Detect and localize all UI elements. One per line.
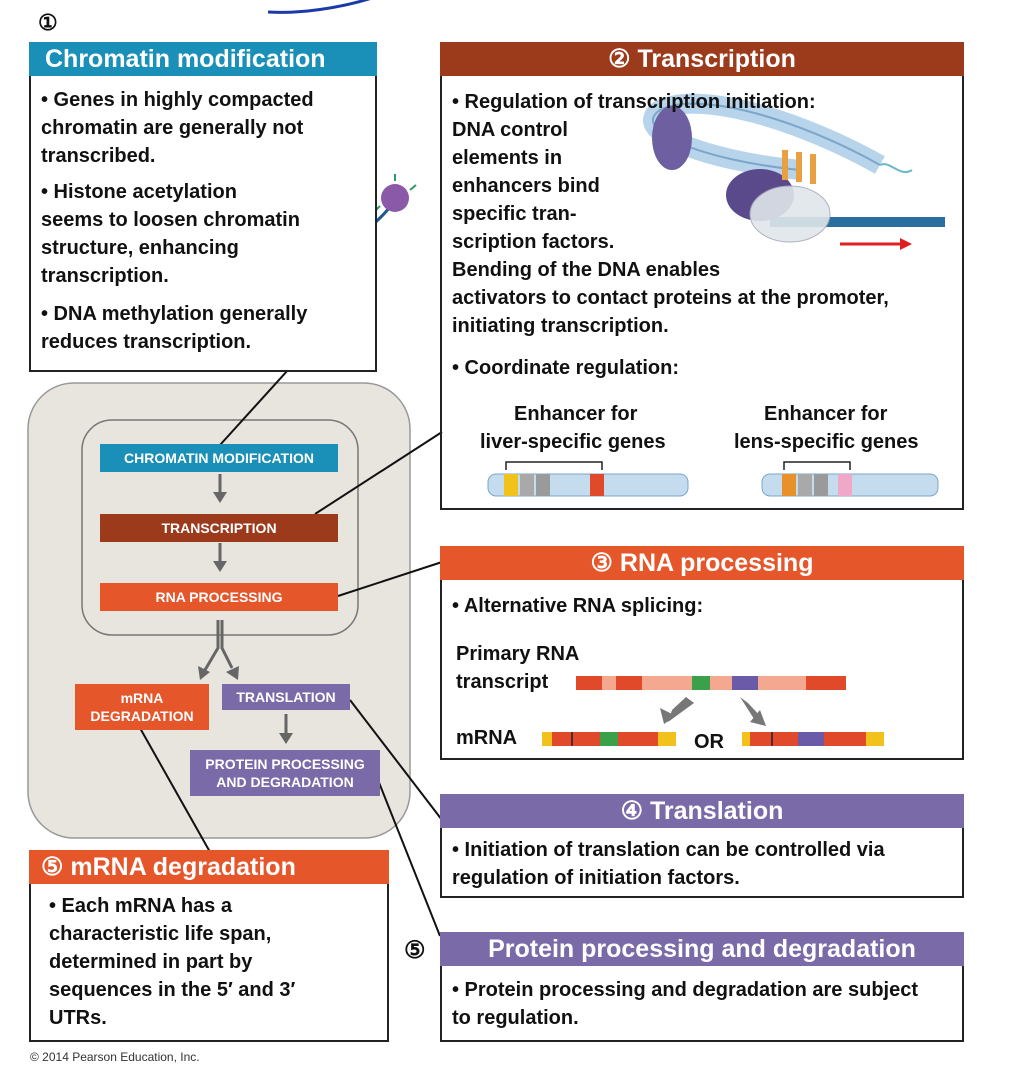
flow-arrows xyxy=(198,474,293,744)
flow-protein-line-1: PROTEIN PROCESSING xyxy=(205,756,365,772)
transcription-bullet-2: • Coordinate regulation: xyxy=(452,357,680,379)
transcription-title-bar: ② Transcription xyxy=(440,42,964,76)
step-marker-3: ③ xyxy=(590,549,613,577)
translation-box: ④ Translation • Initiation of translatio… xyxy=(440,794,964,898)
rna-processing-box: ③ RNA processing • Alternative RNA splic… xyxy=(440,546,964,760)
flow-mrna-deg-line-2: DEGRADATION xyxy=(90,708,194,724)
primary-rna-label-2: transcript xyxy=(456,671,549,693)
step-marker-2: ② xyxy=(608,45,631,73)
mrna-deg-bullet-1: • Each mRNA has a characteristic life sp… xyxy=(49,895,296,1029)
copyright: © 2014 Pearson Education, Inc. xyxy=(30,1050,200,1064)
transcription-bullet-1: • Regulation of transcription initiation… xyxy=(452,91,816,113)
translation-title: Translation xyxy=(650,797,784,825)
or-label: OR xyxy=(694,731,724,753)
mrna-label: mRNA xyxy=(456,727,518,749)
protein-bullet-1: • Protein processing and degradation are… xyxy=(452,979,918,1029)
transcription-line-8: initiating transcription. xyxy=(452,315,669,337)
transcription-line-2: elements in xyxy=(452,147,563,169)
rna-title: RNA processing xyxy=(619,549,814,577)
transcription-line-3: enhancers bind xyxy=(452,175,600,197)
mrna-deg-title-bar: ⑤ mRNA degradation xyxy=(29,850,389,884)
dna-loop-illustration xyxy=(643,93,945,250)
step-marker-1: ① xyxy=(38,10,58,35)
enhancer-lens-strip xyxy=(761,461,939,497)
primary-rna-label-1: Primary RNA xyxy=(456,643,580,665)
mrna-strip-a xyxy=(542,732,676,746)
translation-title-bar: ④ Translation xyxy=(440,794,964,828)
flow-protein-line-2: AND DEGRADATION xyxy=(216,774,354,790)
flow-transcription: TRANSCRIPTION xyxy=(100,514,338,542)
enhancer-liver-label-1: Enhancer for xyxy=(514,403,638,425)
mrna-strip-b xyxy=(742,732,884,746)
transcription-line-7: activators to contact proteins at the pr… xyxy=(452,287,889,309)
flow-protein-processing: PROTEIN PROCESSING AND DEGRADATION xyxy=(190,750,380,796)
step-marker-4: ④ xyxy=(620,797,644,825)
splice-arrows xyxy=(660,697,766,726)
flow-rna-processing: RNA PROCESSING xyxy=(100,583,338,611)
handwritten-stroke xyxy=(267,0,371,14)
rna-bullet-1: • Alternative RNA splicing: xyxy=(452,595,704,617)
step-marker-5a: ⑤ xyxy=(41,853,64,881)
transcription-title: Transcription xyxy=(637,45,796,73)
protein-title: Protein processing and degradation xyxy=(440,932,964,966)
connector-lines xyxy=(139,369,443,937)
mrna-deg-title: mRNA degradation xyxy=(70,853,296,881)
enhancer-lens-label-1: Enhancer for xyxy=(764,403,888,425)
rna-title-bar: ③ RNA processing xyxy=(440,546,964,580)
transcription-line-6: Bending of the DNA enables xyxy=(452,259,721,281)
nucleus-box xyxy=(81,419,359,636)
protein-box: Protein processing and degradation • Pro… xyxy=(440,932,964,1042)
flow-chromatin: CHROMATIN MODIFICATION xyxy=(100,444,338,472)
transcription-line-1: DNA control xyxy=(452,119,568,141)
chromatin-bullet-3: • DNA methylation generally reduces tran… xyxy=(41,303,308,353)
translation-bullet-1: • Initiation of translation can be contr… xyxy=(452,839,885,889)
flow-translation: TRANSLATION xyxy=(222,684,350,710)
chromatin-title: Chromatin modification xyxy=(29,42,377,76)
enhancer-liver-strip xyxy=(487,461,689,497)
enhancer-liver-label-2: liver-specific genes xyxy=(480,431,666,453)
enhancer-lens-label-2: lens-specific genes xyxy=(734,431,919,453)
transcription-line-5: scription factors. xyxy=(452,231,615,253)
chromatin-box: Chromatin modification • Genes in highly… xyxy=(29,42,377,372)
mrna-degradation-box: ⑤ mRNA degradation • Each mRNA has a cha… xyxy=(29,850,389,1042)
chromatin-bullet-1: • Genes in highly compacted chromatin ar… xyxy=(41,89,314,167)
flow-mrna-degradation: mRNA DEGRADATION xyxy=(75,684,209,730)
step-marker-5b: ⑤ xyxy=(404,937,426,964)
transcription-box: ② Transcription • Regulation of transcri… xyxy=(440,42,964,510)
chromatin-bullet-2: • Histone acetylation seems to loosen ch… xyxy=(41,181,300,287)
primary-transcript-strip xyxy=(576,676,846,690)
flow-mrna-deg-line-1: mRNA xyxy=(120,690,164,706)
transcription-line-4: specific tran- xyxy=(452,203,577,225)
